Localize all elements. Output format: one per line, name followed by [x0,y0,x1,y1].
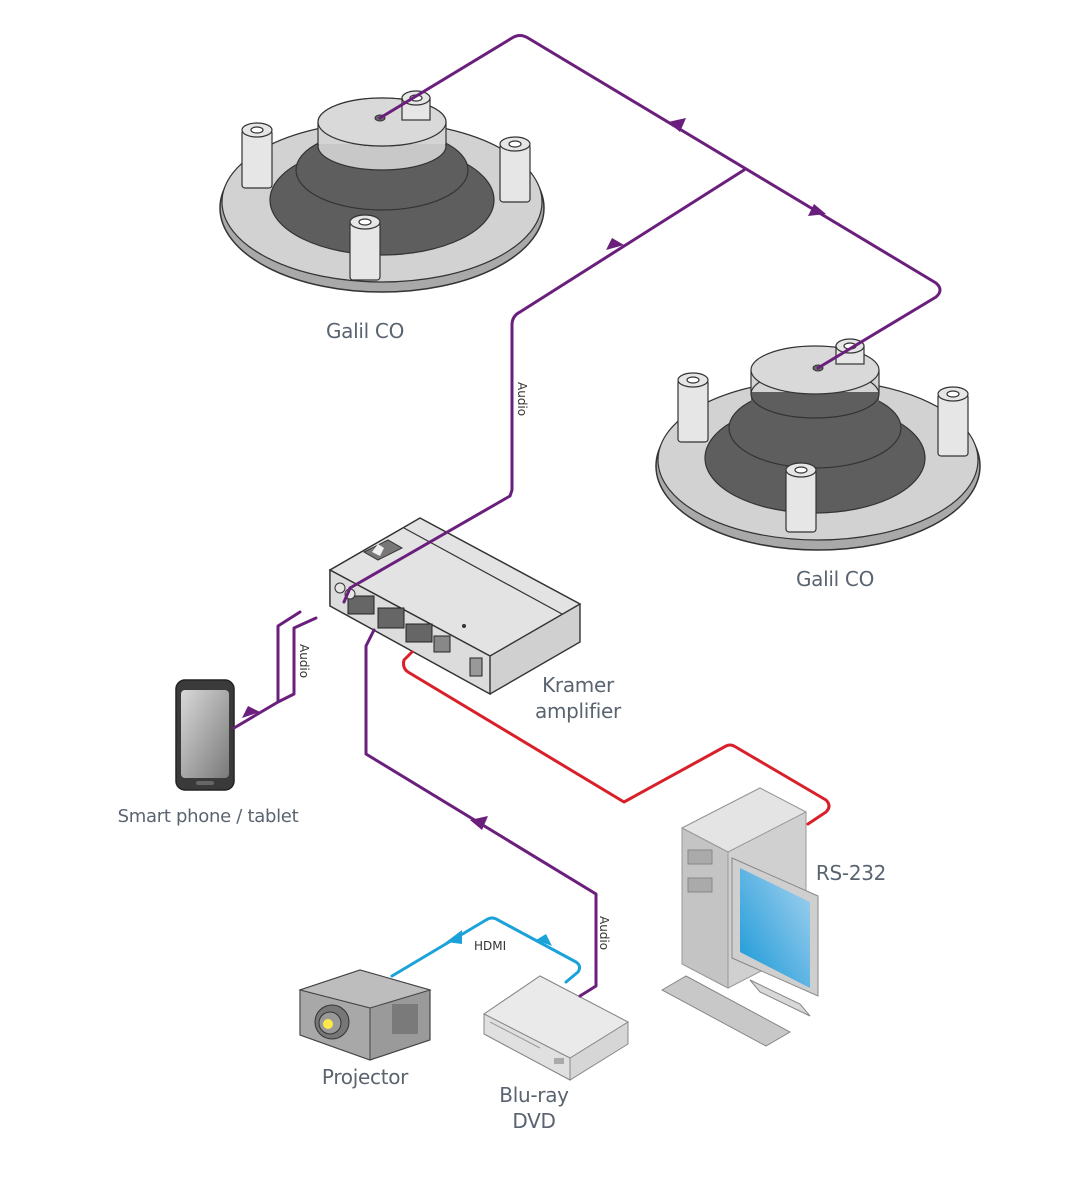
rs232-cable [402,650,831,826]
cable-label-bluray-audio: Audio [597,916,611,950]
label-bluray: Blu-ray DVD [474,1082,594,1134]
arrow-icon [668,118,686,132]
label-amplifier-line2: amplifier [535,699,621,723]
arrow-icon [470,816,488,830]
audio-cable-amp-to-speakers [342,168,746,604]
cable-label-speaker-audio: Audio [515,382,529,416]
label-rs232: RS-232 [815,861,887,885]
label-bluray-line2: DVD [512,1109,556,1133]
arrow-icon [242,706,260,718]
bluray-dvd-player [483,975,630,1081]
label-phone: Smart phone / tablet [117,806,299,827]
label-speaker-2: Galil CO [795,567,875,591]
smart-phone-tablet [175,679,235,791]
arrow-icon [606,238,624,250]
hdmi-cable [390,916,582,984]
arrow-icon [536,934,552,946]
label-amplifier: Kramer amplifier [520,672,636,724]
audio-cable-phone [232,610,318,730]
speaker-galil-co-1 [219,90,545,293]
projector [298,969,432,1061]
speaker-galil-co-2 [655,338,981,551]
pc-workstation [660,787,819,1047]
label-projector: Projector [321,1065,409,1089]
label-amplifier-line1: Kramer [542,673,614,697]
cable-label-hdmi: HDMI [474,939,506,953]
label-bluray-line1: Blu-ray [499,1083,569,1107]
arrow-icon [446,930,462,944]
label-speaker-1: Galil CO [325,319,405,343]
cable-label-phone-audio: Audio [297,644,311,678]
arrow-icon [808,204,826,216]
audio-cable-speaker-loop [378,34,942,370]
